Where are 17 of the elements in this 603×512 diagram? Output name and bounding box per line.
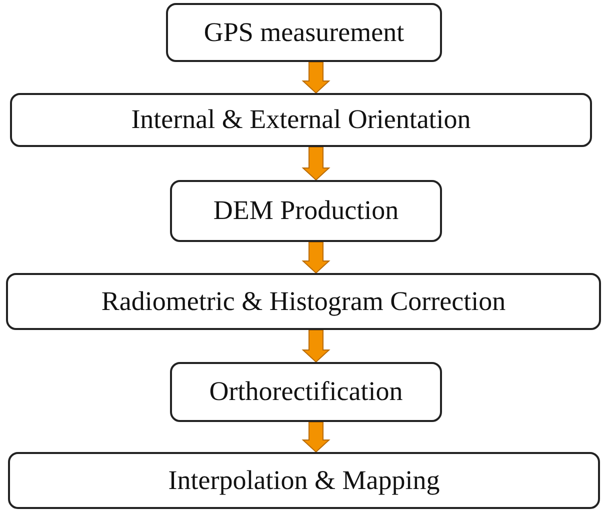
process-box	[10, 93, 592, 147]
block-arrow	[302, 330, 330, 363]
step-label: Radiometric & Histogram Correction	[101, 284, 506, 318]
process-box	[170, 180, 442, 242]
block-arrow	[302, 422, 330, 453]
process-box	[170, 362, 442, 422]
block-arrow	[302, 62, 330, 94]
process-box	[8, 452, 600, 509]
process-box	[166, 3, 442, 62]
process-box	[6, 273, 601, 330]
block-arrow	[302, 242, 330, 274]
step-label: DEM Production	[213, 194, 399, 228]
block-arrow	[302, 146, 330, 181]
step-label: Internal & External Orientation	[131, 103, 471, 136]
step-label: GPS measurement	[204, 16, 404, 49]
step-label: Orthorectification	[209, 375, 403, 408]
step-label: Interpolation & Mapping	[168, 464, 440, 497]
